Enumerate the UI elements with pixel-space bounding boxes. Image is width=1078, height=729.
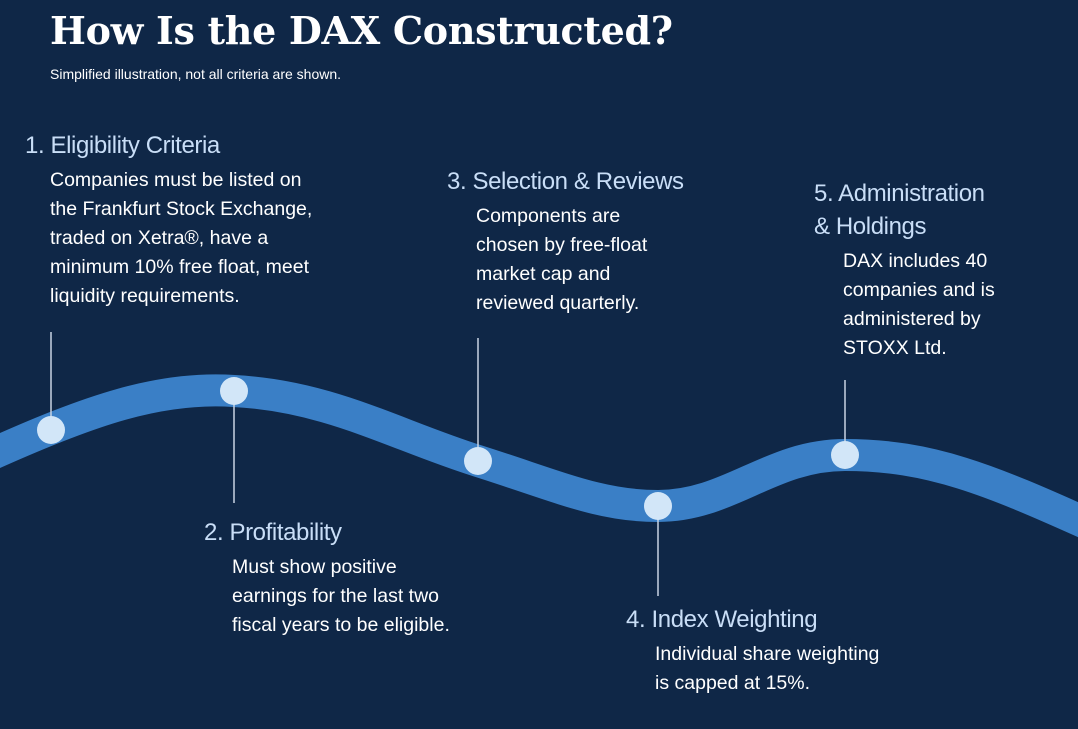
step-title: 2. Profitability xyxy=(204,519,342,546)
timeline-node-4 xyxy=(644,492,672,520)
step-description: Must show positive earnings for the last… xyxy=(232,553,534,640)
description-line: is capped at 15%. xyxy=(655,672,811,694)
page-subtitle: Simplified illustration, not all criteri… xyxy=(50,66,342,82)
step-profitability: 2. Profitability Must show positive earn… xyxy=(204,516,534,640)
description-line: earnings for the last two xyxy=(232,585,440,607)
step-title: 5. Administration & Holdings xyxy=(814,177,1064,243)
description-line: the Frankfurt Stock Exchange, xyxy=(50,198,313,220)
step-index-weighting: 4. Index Weighting Individual share weig… xyxy=(626,603,956,698)
description-line: Individual share weighting xyxy=(655,643,880,665)
step-title-line: 5. Administration xyxy=(814,180,985,207)
step-description: Components are chosen by free-float mark… xyxy=(476,202,747,318)
description-line: Companies must be listed on xyxy=(50,169,302,191)
description-line: companies and is xyxy=(843,279,995,301)
step-eligibility-criteria: 1. Eligibility Criteria Companies must b… xyxy=(25,129,395,311)
description-line: reviewed quarterly. xyxy=(476,292,640,314)
timeline-node-1 xyxy=(37,416,65,444)
description-line: Components are xyxy=(476,205,621,227)
description-line: chosen by free-float xyxy=(476,234,648,256)
timeline-node-5 xyxy=(831,441,859,469)
description-line: fiscal years to be eligible. xyxy=(232,614,450,636)
description-line: STOXX Ltd. xyxy=(843,337,947,359)
step-title-line: & Holdings xyxy=(814,213,927,240)
step-title: 1. Eligibility Criteria xyxy=(25,132,220,159)
step-title: 4. Index Weighting xyxy=(626,606,818,633)
timeline-node-2 xyxy=(220,377,248,405)
description-line: market cap and xyxy=(476,263,611,285)
description-line: traded on Xetra®, have a xyxy=(50,227,269,249)
wave-path xyxy=(0,374,1078,538)
description-line: DAX includes 40 xyxy=(843,250,988,272)
step-administration-holdings: 5. Administration & Holdings DAX include… xyxy=(814,177,1064,363)
step-title: 3. Selection & Reviews xyxy=(447,168,684,195)
description-line: liquidity requirements. xyxy=(50,285,240,307)
step-selection-reviews: 3. Selection & Reviews Components are ch… xyxy=(447,165,747,318)
step-description: Companies must be listed on the Frankfur… xyxy=(50,166,395,311)
step-description: DAX includes 40 companies and is adminis… xyxy=(843,247,1064,363)
description-line: administered by xyxy=(843,308,981,330)
step-description: Individual share weighting is capped at … xyxy=(655,640,956,698)
description-line: minimum 10% free float, meet xyxy=(50,256,310,278)
timeline-node-3 xyxy=(464,447,492,475)
description-line: Must show positive xyxy=(232,556,397,578)
page-title: How Is the DAX Constructed? xyxy=(50,8,673,53)
